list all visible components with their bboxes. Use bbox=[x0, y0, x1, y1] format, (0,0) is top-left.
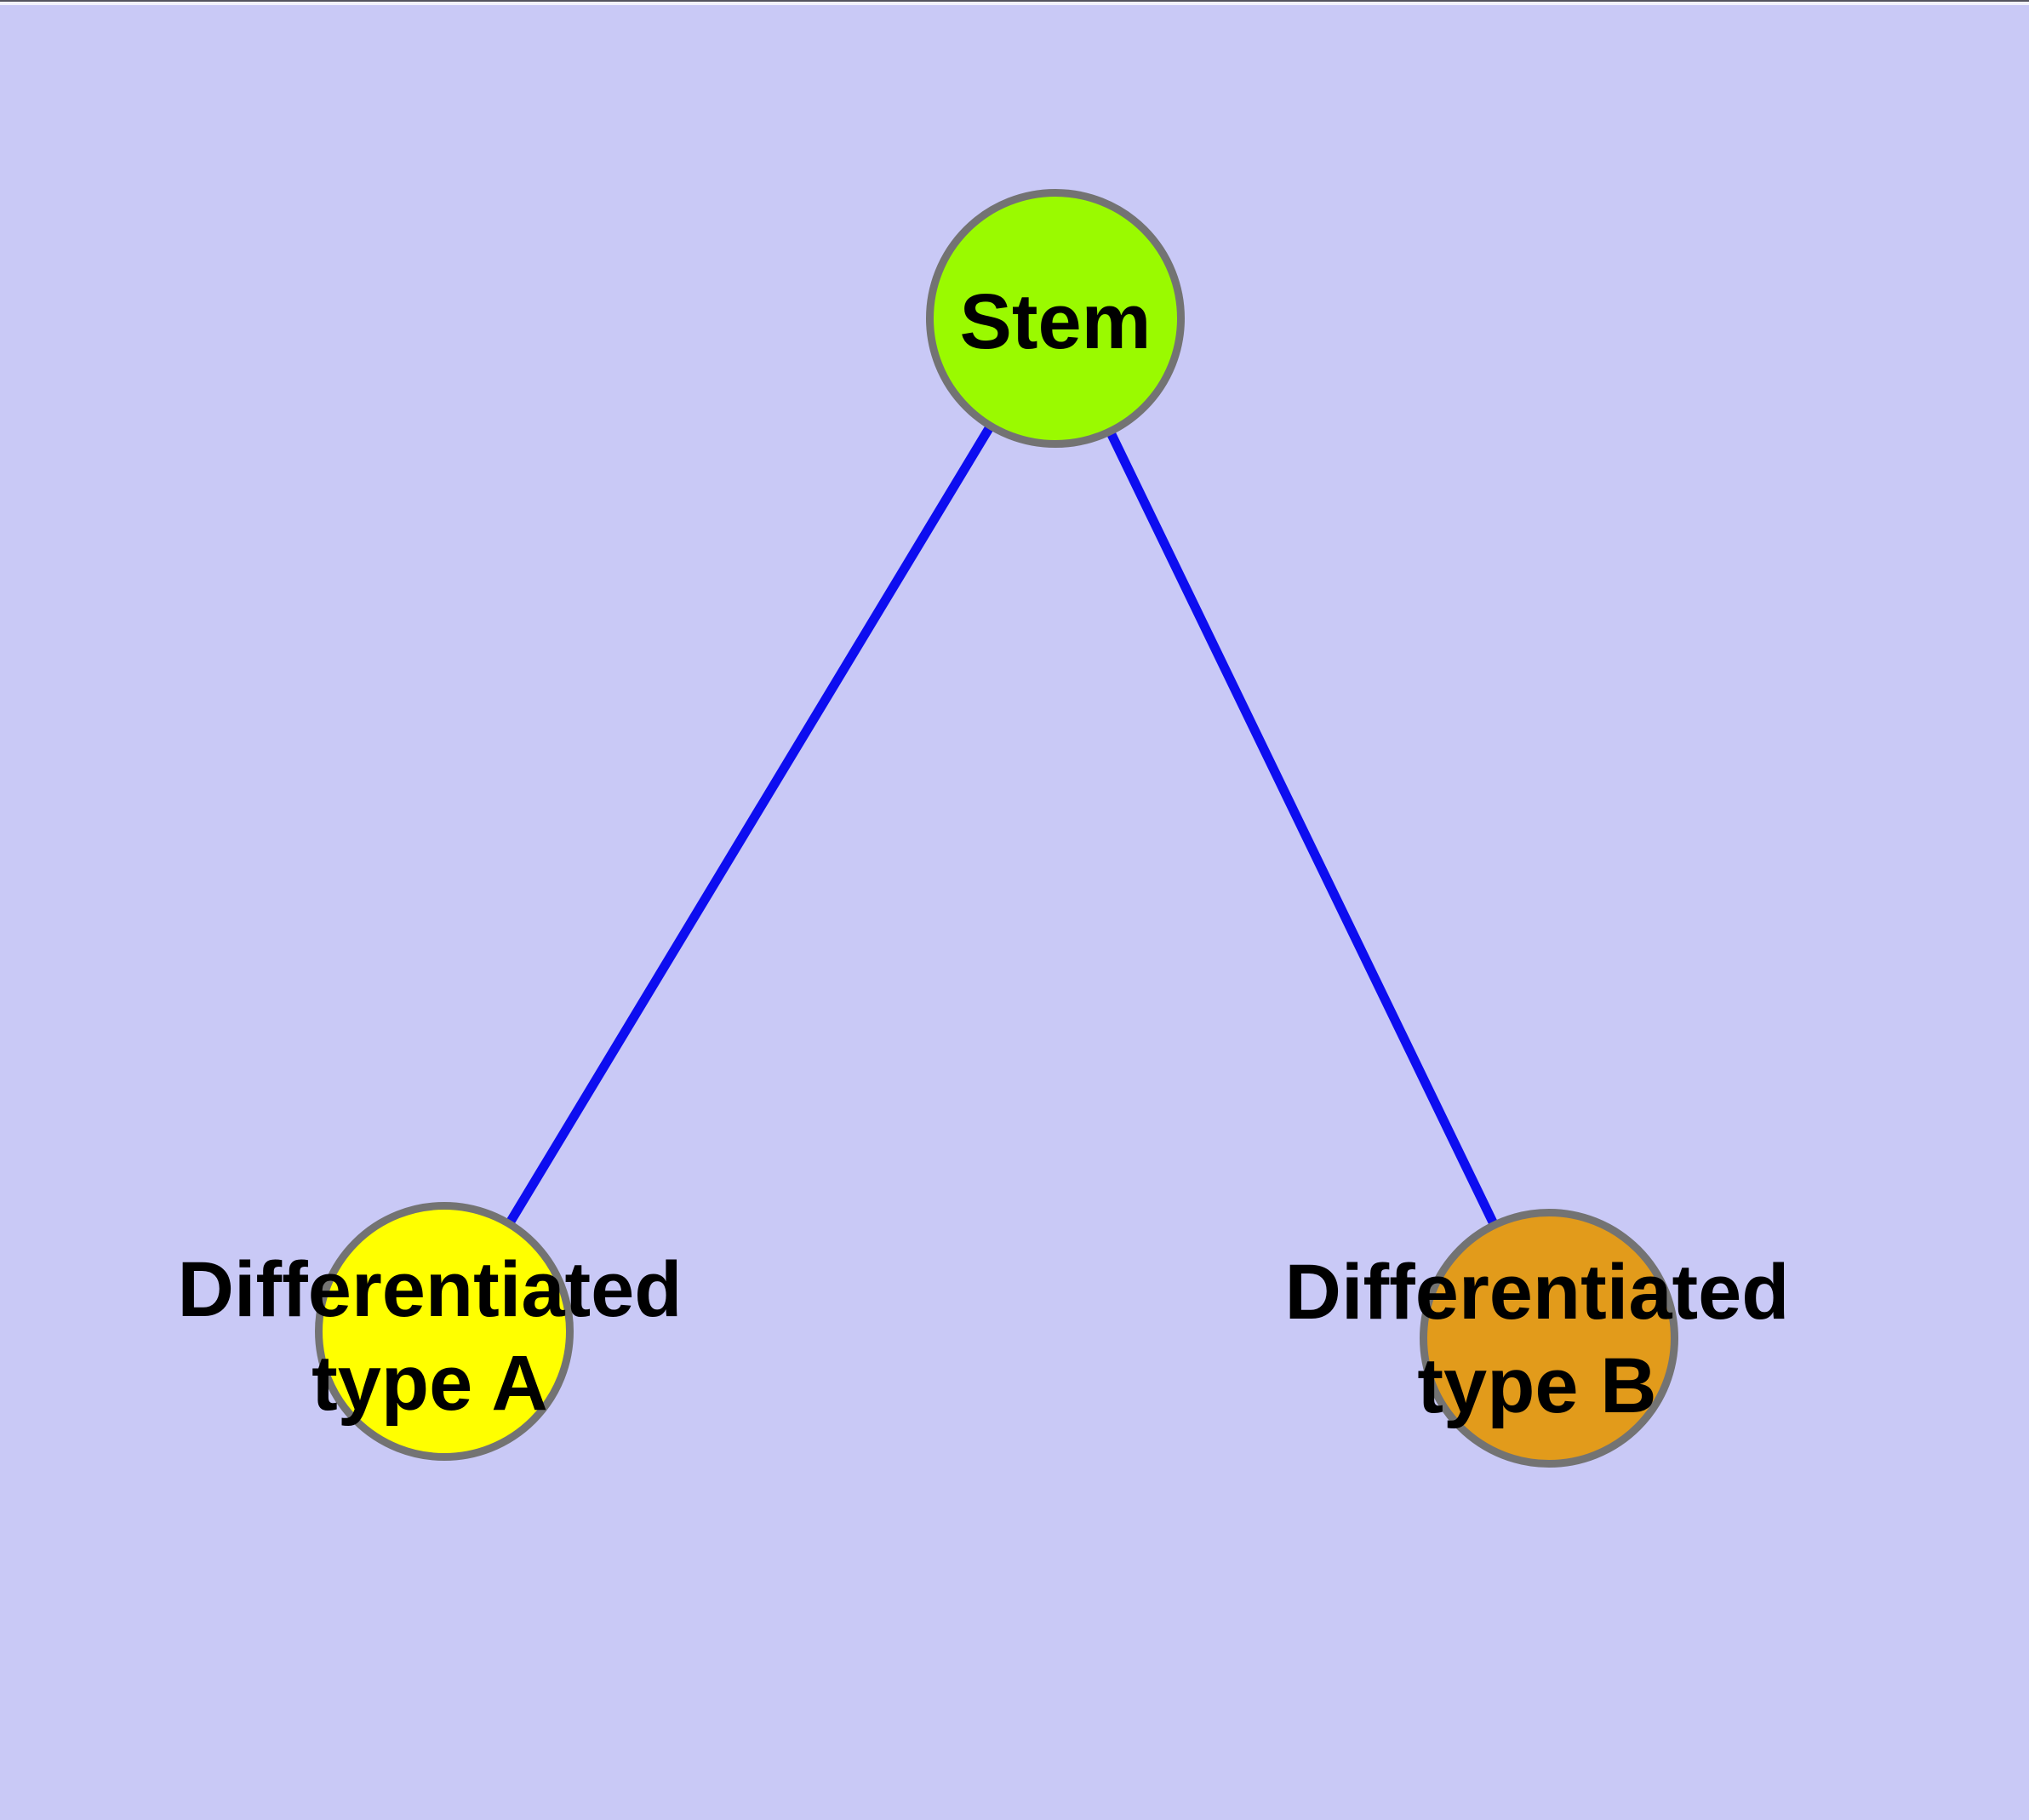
node-differentiated-type-a[interactable] bbox=[315, 1202, 574, 1461]
window-top-edge bbox=[0, 0, 2029, 2]
node-stem[interactable] bbox=[926, 189, 1185, 448]
window-top-highlight bbox=[0, 2, 2029, 5]
node-differentiated-type-b[interactable] bbox=[1420, 1209, 1678, 1468]
edge-stem-to-type-a bbox=[440, 316, 1060, 1334]
edge-stem-to-type-b bbox=[1051, 316, 1553, 1341]
